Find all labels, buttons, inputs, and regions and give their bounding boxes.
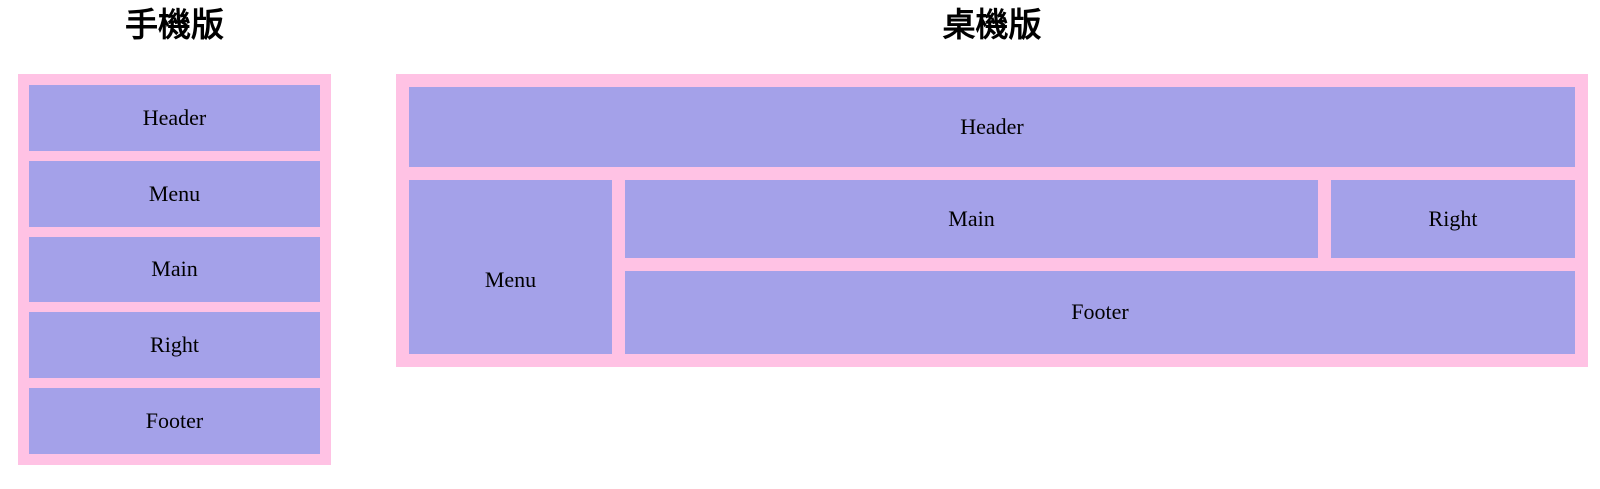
mobile-header-label: Header <box>142 104 207 130</box>
desktop-right-box: Right <box>1331 180 1575 258</box>
desktop-main-box: Main <box>625 180 1318 258</box>
desktop-footer-label: Footer <box>1071 299 1129 325</box>
mobile-menu-box: Menu <box>29 160 320 227</box>
mobile-layout-container: Header Menu Main Right Footer <box>18 74 331 465</box>
desktop-layout-container: Header Menu Main Right Footer <box>396 74 1588 367</box>
desktop-menu-label: Menu <box>484 267 537 293</box>
desktop-main-label: Main <box>948 205 995 231</box>
mobile-right-label: Right <box>150 332 199 358</box>
mobile-right-box: Right <box>29 312 320 379</box>
mobile-main-box: Main <box>29 236 320 303</box>
mobile-header-box: Header <box>29 85 320 151</box>
desktop-right-label: Right <box>1428 205 1478 231</box>
desktop-footer-box: Footer <box>625 271 1575 354</box>
desktop-header-label: Header <box>960 113 1024 139</box>
mobile-main-label: Main <box>151 256 198 282</box>
desktop-menu-box: Menu <box>409 180 612 354</box>
mobile-section-title: 手機版 <box>125 6 224 43</box>
desktop-section-title: 桌機版 <box>942 6 1042 43</box>
mobile-footer-box: Footer <box>29 388 320 454</box>
mobile-footer-label: Footer <box>145 407 204 433</box>
desktop-header-box: Header <box>409 87 1575 167</box>
mobile-menu-label: Menu <box>148 180 201 206</box>
